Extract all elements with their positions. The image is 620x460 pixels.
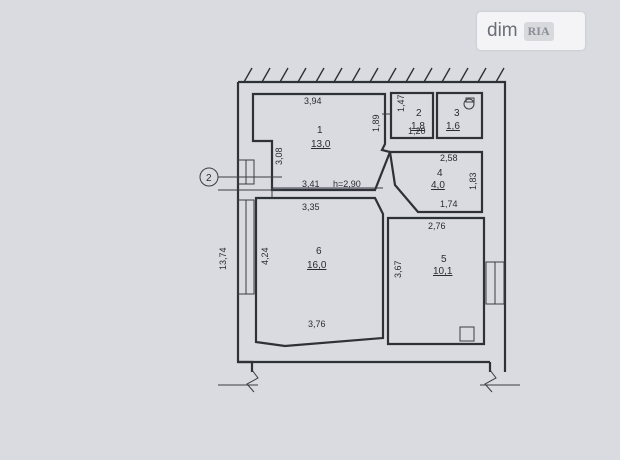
dim-room5-left: 3,67 xyxy=(393,260,403,278)
dim-room5-top: 2,76 xyxy=(428,221,446,231)
room-6-outline xyxy=(254,196,385,348)
window-left xyxy=(237,199,255,295)
dimension-ticks xyxy=(271,113,391,198)
watermark-brand: dim xyxy=(487,20,518,41)
room-5-area: 10,1 xyxy=(433,266,453,277)
dim-ceiling-height: h=2,90 xyxy=(333,179,361,189)
dim-room2-left: 1,47 xyxy=(396,94,406,112)
site-watermark: dim RIA xyxy=(477,12,585,50)
section-marker-label: 2 xyxy=(206,173,212,184)
room-2-area: 1,8 xyxy=(411,121,425,132)
outer-walls xyxy=(218,80,520,393)
room-2-outline xyxy=(389,91,435,140)
dim-room6-bottom: 3,76 xyxy=(308,319,326,329)
dim-room1-top: 3,94 xyxy=(304,96,322,106)
section-marker: 2 xyxy=(199,167,282,191)
dim-total-height: 13,74 xyxy=(218,247,228,270)
room-4-outline xyxy=(388,150,484,214)
room-3-number: 3 xyxy=(454,108,460,119)
room-2-number: 2 xyxy=(416,108,422,119)
room-4-area: 4,0 xyxy=(431,180,445,191)
room-3-outline xyxy=(435,91,484,140)
room-5-outline xyxy=(386,216,486,346)
room-5-number: 5 xyxy=(441,254,447,265)
room-1-area: 13,0 xyxy=(311,139,331,150)
dim-room4-right: 1,83 xyxy=(468,172,478,190)
window-top-left xyxy=(237,159,255,185)
dim-room1-left: 3,08 xyxy=(274,147,284,165)
room-3-area: 1,6 xyxy=(446,121,460,132)
dim-room6-left: 4,24 xyxy=(260,247,270,265)
dim-room2-bottom: 1,20 xyxy=(408,126,426,136)
room-1-number: 1 xyxy=(317,125,323,136)
dim-room1-right: 1,89 xyxy=(371,114,381,132)
dim-room4-top: 2,58 xyxy=(440,153,458,163)
room-4-number: 4 xyxy=(437,168,443,179)
window-right xyxy=(485,261,505,305)
dim-room1-bottom: 3,41 xyxy=(302,179,320,189)
room-1-outline xyxy=(251,92,392,192)
room-6-area: 16,0 xyxy=(307,260,327,271)
dim-room4-bottom: 1,74 xyxy=(440,199,458,209)
watermark-badge: RIA xyxy=(523,21,554,41)
room-6-number: 6 xyxy=(316,246,322,257)
dim-room6-top: 3,35 xyxy=(302,202,320,212)
top-wall-hatching xyxy=(238,67,505,83)
